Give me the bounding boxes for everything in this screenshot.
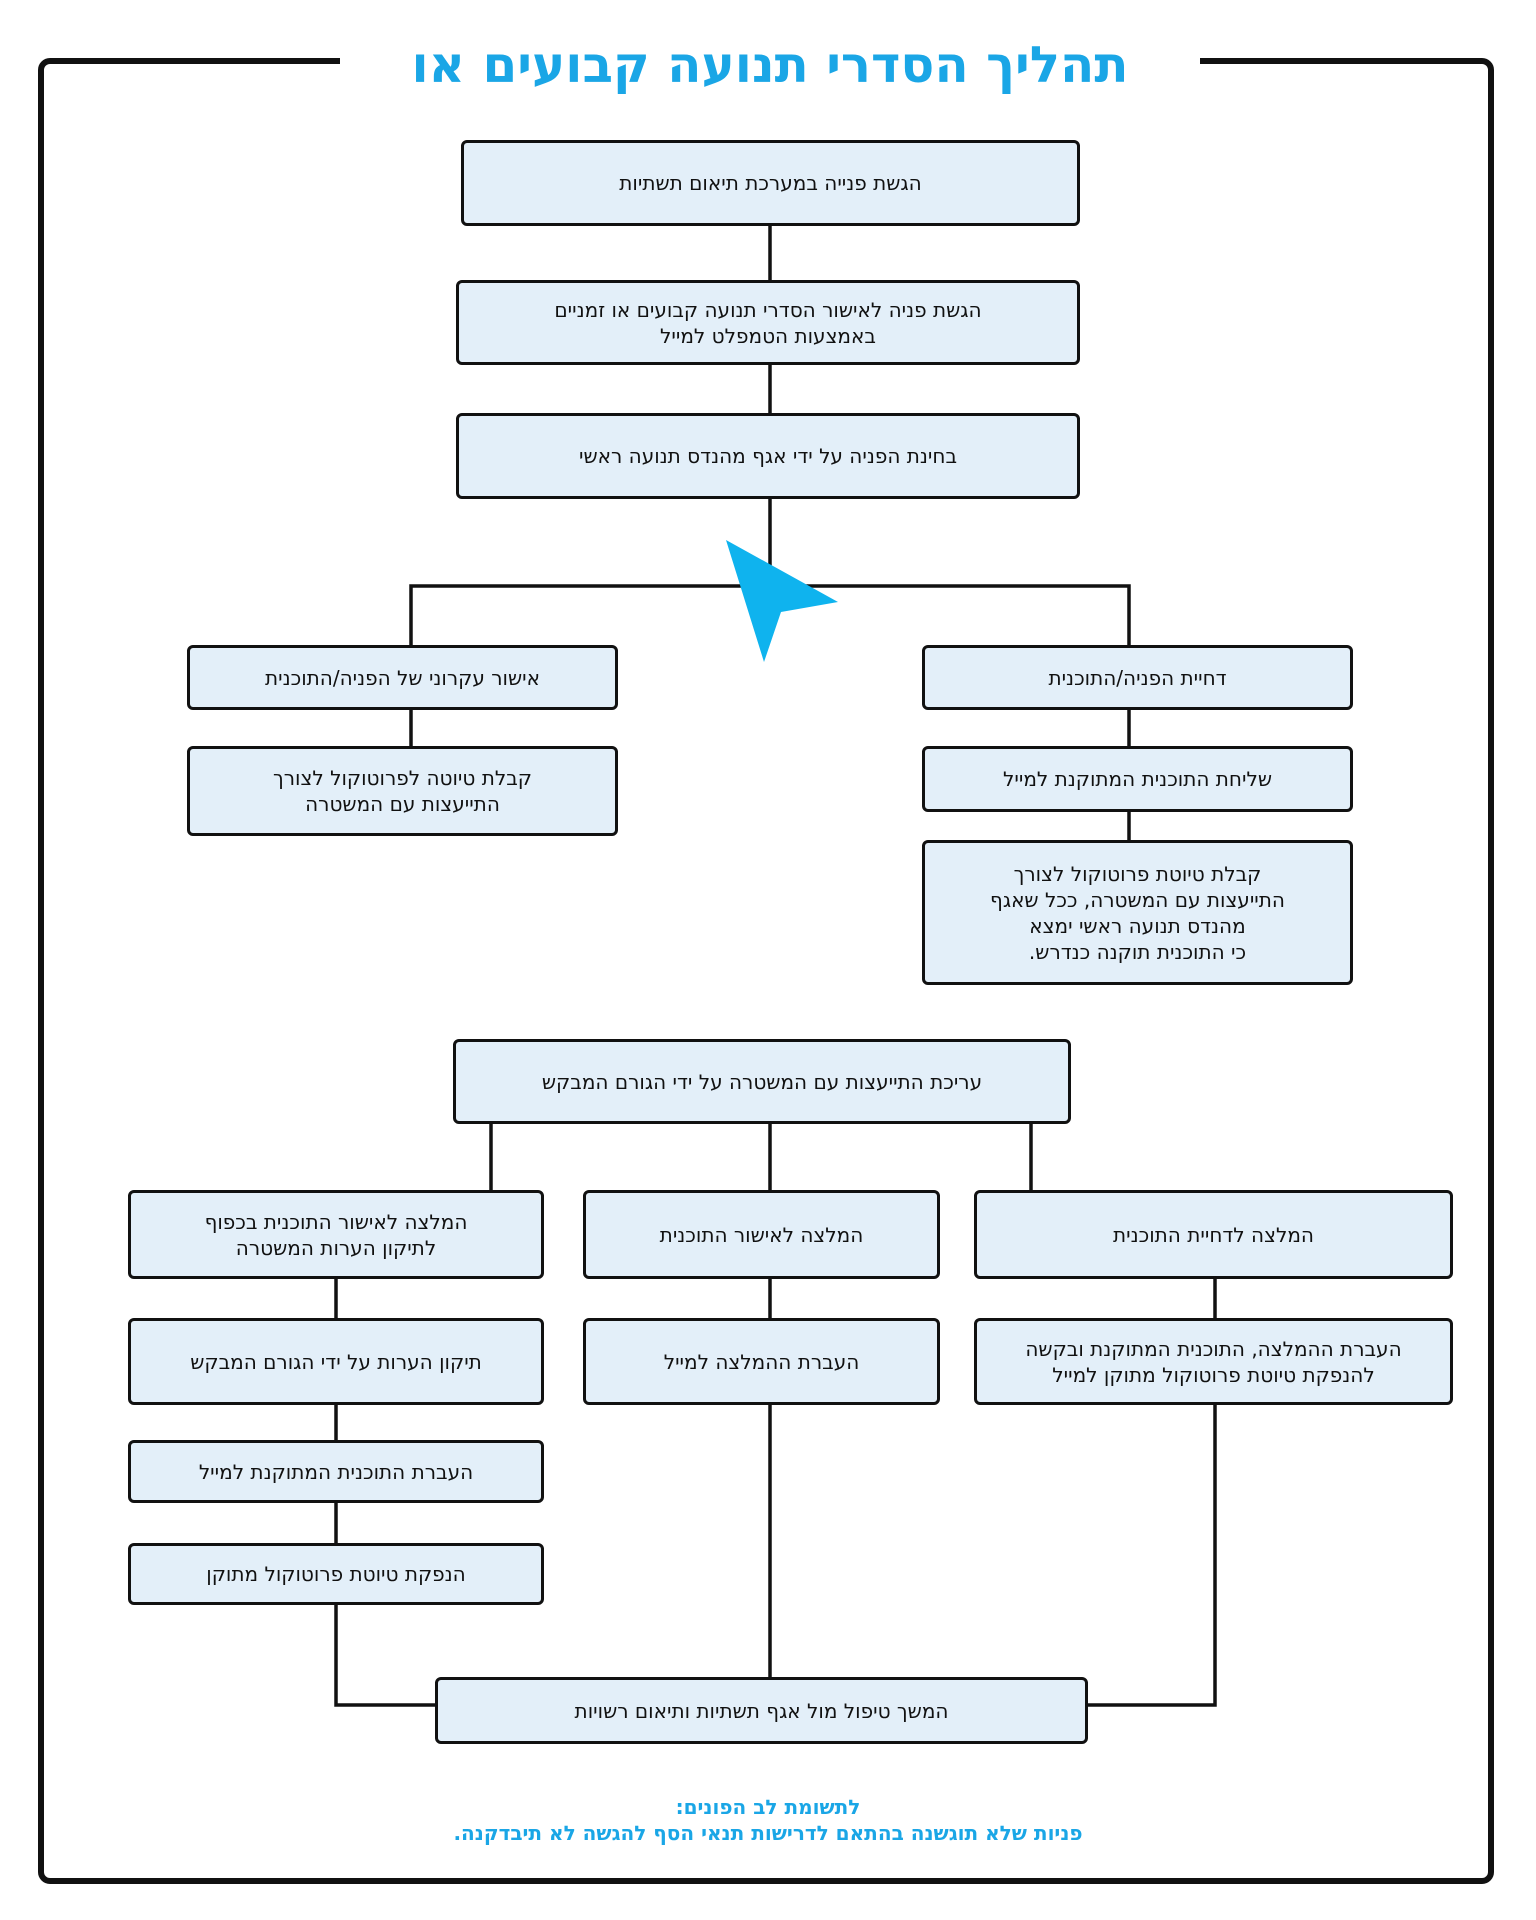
step-fix-comments: תיקון הערות על ידי הגורם המבקש: [128, 1318, 544, 1405]
step-forward-corrected-plan: העברת התוכנית המתוקנת למייל: [128, 1440, 544, 1503]
connector-line: [334, 1605, 435, 1707]
note-text: פניות שלא תוגשנה בהתאם לדרישות תנאי הסף …: [453, 1821, 1083, 1845]
step-submit-infrastructure-request: הגשת פנייה במערכת תיאום תשתיות: [461, 140, 1080, 226]
step-recommend-rejection: המלצה לדחיית התוכנית: [974, 1190, 1453, 1279]
step-receive-draft-protocol: קבלת טיוטה לפרוטוקול לצורך התייעצות עם ה…: [187, 746, 618, 836]
step-receive-draft-after-correction: קבלת טיוטת פרוטוקול לצורך התייעצות עם המ…: [922, 840, 1353, 985]
step-submit-traffic-request: הגשת פניה לאישור הסדרי תנועה קבועים או ז…: [456, 280, 1080, 365]
applicant-note: לתשומת לב הפונים: פניות שלא תוגשנה בהתאם…: [300, 1794, 1236, 1846]
step-recommend-approval: המלצה לאישור התוכנית: [583, 1190, 940, 1279]
step-approval-in-principle: אישור עקרוני של הפניה/התוכנית: [187, 645, 618, 710]
step-rejection: דחיית הפניה/התוכנית: [922, 645, 1353, 710]
cursor-arrow-icon: [726, 540, 838, 662]
step-send-corrected-plan: שליחת התוכנית המתוקנת למייל: [922, 746, 1353, 812]
step-police-consultation: עריכת התייעצות עם המשטרה על ידי הגורם המ…: [453, 1039, 1071, 1124]
step-review-by-chief-engineer: בחינת הפניה על ידי אגף מהנדס תנועה ראשי: [456, 413, 1080, 499]
step-continue-with-infrastructure-dept: המשך טיפול מול אגף תשתיות ותיאום רשויות: [435, 1677, 1088, 1744]
diagram-title: תהליך הסדרי תנועה קבועים או זמניים: [340, 20, 1200, 184]
step-forward-recommendation: העברת ההמלצה למייל: [583, 1318, 940, 1405]
step-forward-recommendation-and-plan: העברת ההמלצה, התוכנית המתוקנת ובקשה להנפ…: [974, 1318, 1453, 1405]
step-issue-corrected-protocol: הנפקת טיוטת פרוטוקול מתוקן: [128, 1543, 544, 1605]
step-recommend-conditional-approval: המלצה לאישור התוכנית בכפוף לתיקון הערות …: [128, 1190, 544, 1279]
connector-line: [1088, 1405, 1217, 1707]
note-heading: לתשומת לב הפונים:: [675, 1795, 861, 1819]
